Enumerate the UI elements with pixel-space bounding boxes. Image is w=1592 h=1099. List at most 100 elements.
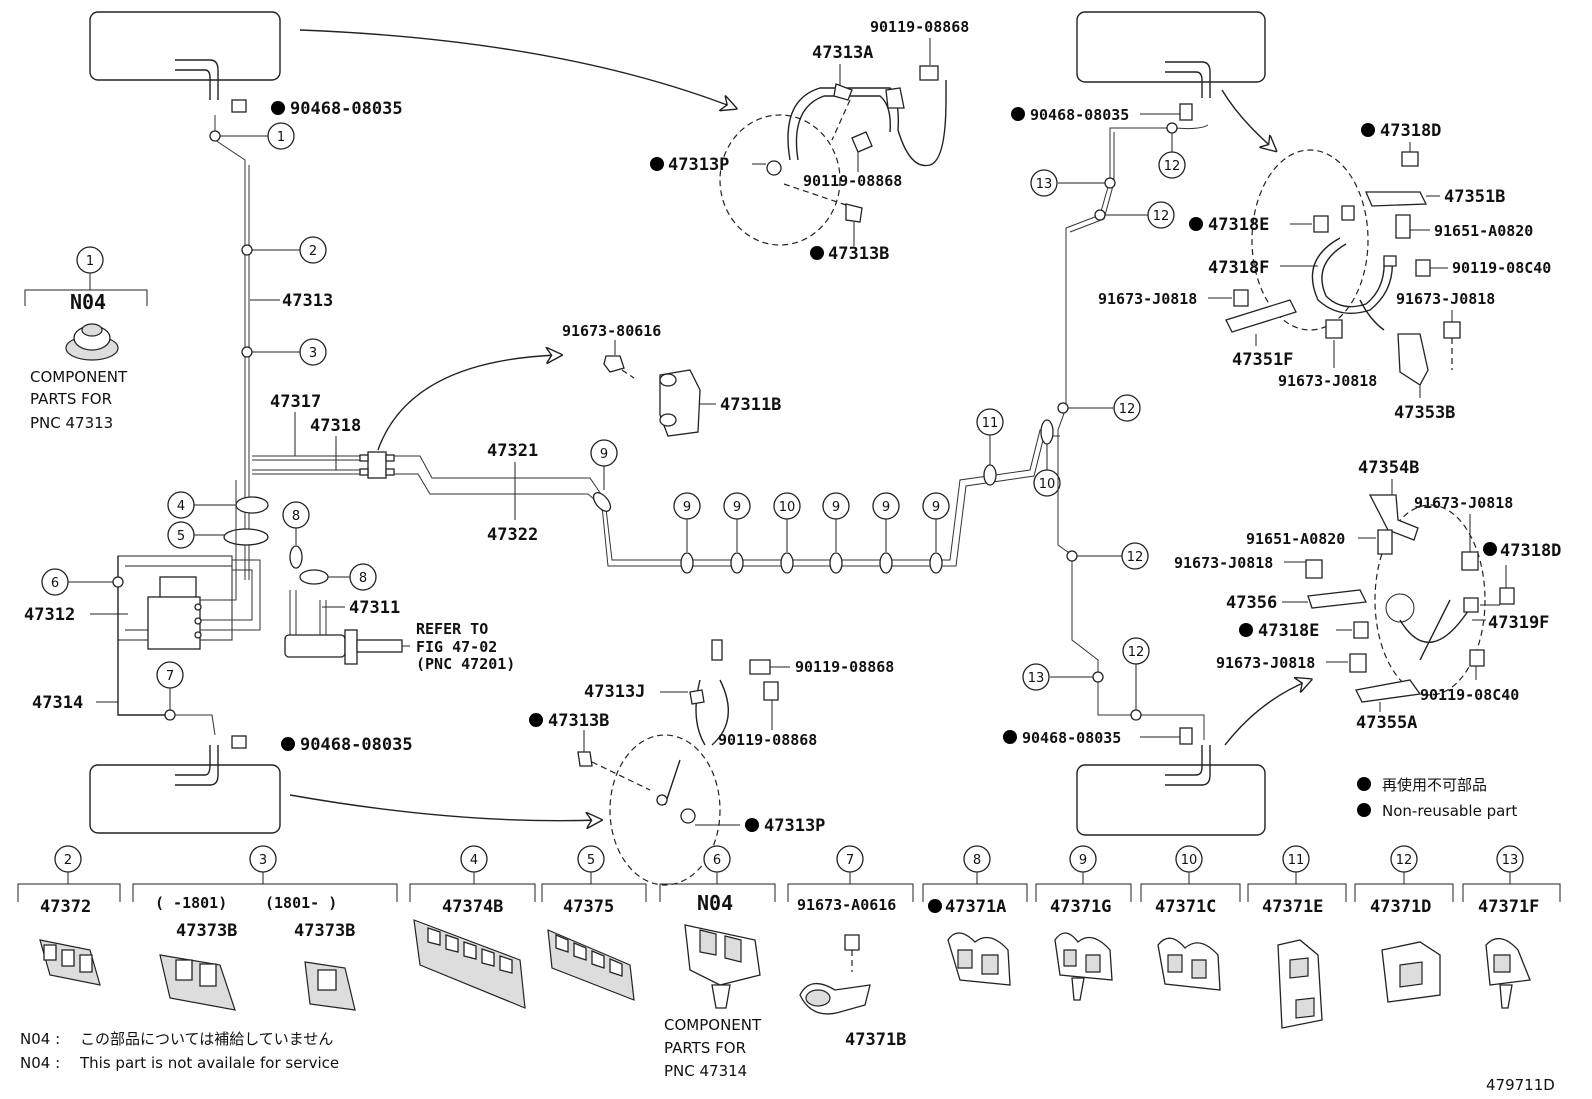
svg-text:47372: 47372 bbox=[40, 897, 91, 917]
svg-text:91673-J0818: 91673-J0818 bbox=[1396, 290, 1495, 308]
svg-text:N04: N04 bbox=[697, 891, 733, 915]
svg-text:90468-08035: 90468-08035 bbox=[1022, 729, 1121, 747]
right-bottom-detail: 47354B 91673-J0818 91651-A0820 47318D 91… bbox=[1174, 458, 1561, 733]
svg-text:47354B: 47354B bbox=[1358, 458, 1419, 478]
svg-text:91673-J0818: 91673-J0818 bbox=[1216, 654, 1315, 672]
svg-text:47353B: 47353B bbox=[1394, 403, 1455, 423]
svg-text:47318E: 47318E bbox=[1258, 621, 1319, 641]
svg-text:12: 12 bbox=[1119, 402, 1136, 417]
part-47375: 5 47375 bbox=[541, 845, 647, 1001]
svg-text:47313B: 47313B bbox=[548, 711, 609, 731]
arrow-to-clamp-detail bbox=[377, 355, 560, 451]
svg-text:47371A: 47371A bbox=[945, 897, 1006, 917]
svg-text:5: 5 bbox=[177, 529, 185, 544]
svg-text:3: 3 bbox=[259, 853, 267, 868]
legend: 再使用不可部品 Non-reusable part bbox=[1357, 776, 1517, 820]
svg-text:90119-08C40: 90119-08C40 bbox=[1420, 686, 1519, 704]
svg-text:90468-08035: 90468-08035 bbox=[1030, 106, 1129, 124]
svg-text:2: 2 bbox=[309, 244, 317, 259]
legend-en: Non-reusable part bbox=[1382, 802, 1517, 820]
svg-text:COMPONENT: COMPONENT bbox=[30, 368, 128, 386]
svg-text:10: 10 bbox=[1181, 853, 1198, 868]
label-47321: 47321 bbox=[487, 441, 538, 461]
svg-text:91651-A0820: 91651-A0820 bbox=[1434, 222, 1533, 240]
svg-text:47318F: 47318F bbox=[1208, 258, 1269, 278]
svg-text:N04 :: N04 : bbox=[20, 1054, 60, 1072]
svg-text:COMPONENT: COMPONENT bbox=[664, 1016, 762, 1034]
svg-text:47311B: 47311B bbox=[720, 395, 781, 415]
svg-text:47313P: 47313P bbox=[764, 816, 825, 836]
svg-text:8: 8 bbox=[359, 571, 367, 586]
svg-text:47319F: 47319F bbox=[1488, 613, 1549, 633]
svg-text:11: 11 bbox=[982, 416, 999, 431]
svg-text:12: 12 bbox=[1128, 645, 1145, 660]
svg-text:91673-J0818: 91673-J0818 bbox=[1278, 372, 1377, 390]
svg-text:7: 7 bbox=[846, 853, 854, 868]
note-en: This part is not availale for service bbox=[79, 1054, 339, 1072]
svg-text:47371D: 47371D bbox=[1370, 897, 1431, 917]
svg-text:N04 :: N04 : bbox=[20, 1030, 60, 1048]
svg-text:12: 12 bbox=[1164, 159, 1181, 174]
bottom-parts-row: 2 47372 3 ( -1801) (1801- ) 47373B 47373… bbox=[17, 845, 1561, 1080]
svg-text:13: 13 bbox=[1036, 177, 1053, 192]
footnotes: N04 : この部品については補給していません N04 : This part … bbox=[20, 1030, 339, 1072]
svg-text:9: 9 bbox=[600, 447, 608, 462]
svg-text:8: 8 bbox=[292, 509, 300, 524]
svg-text:47371F: 47371F bbox=[1478, 897, 1539, 917]
front-left-wheelhouse bbox=[89, 11, 281, 100]
svg-text:4: 4 bbox=[470, 853, 478, 868]
rear-right-wheelhouse bbox=[1076, 745, 1266, 836]
svg-text:90119-08868: 90119-08868 bbox=[718, 731, 817, 749]
svg-text:47318D: 47318D bbox=[1380, 121, 1441, 141]
part-47371D: 12 47371D bbox=[1354, 845, 1454, 1003]
svg-text:1: 1 bbox=[277, 130, 285, 145]
svg-text:( -1801): ( -1801) bbox=[155, 894, 227, 912]
svg-text:10: 10 bbox=[1039, 477, 1056, 492]
svg-text:9: 9 bbox=[683, 500, 691, 515]
svg-text:N04: N04 bbox=[70, 290, 106, 314]
svg-text:47373B: 47373B bbox=[294, 921, 355, 941]
bolt-90468-top: 90468-08035 bbox=[231, 99, 403, 119]
svg-text:6: 6 bbox=[713, 853, 721, 868]
svg-text:90119-08868: 90119-08868 bbox=[870, 18, 969, 36]
svg-text:12: 12 bbox=[1153, 209, 1170, 224]
svg-text:47313P: 47313P bbox=[668, 155, 729, 175]
right-top-detail: 47318D 47351B 47318E 91651-A0820 47318F … bbox=[1098, 121, 1551, 423]
svg-text:90119-08C40: 90119-08C40 bbox=[1452, 259, 1551, 277]
label-90468-top: 90468-08035 bbox=[290, 99, 403, 119]
svg-text:3: 3 bbox=[309, 346, 317, 361]
svg-text:10: 10 bbox=[779, 500, 796, 515]
part-N04-47314: 6 N04 COMPONENT PARTS FOR PNC 47314 bbox=[659, 845, 776, 1080]
svg-text:12: 12 bbox=[1396, 853, 1413, 868]
clamp-detail-47311B: 91673-80616 47311B bbox=[562, 322, 781, 437]
svg-text:47371B: 47371B bbox=[845, 1030, 906, 1050]
svg-text:47318E: 47318E bbox=[1208, 215, 1269, 235]
brake-line-47322 bbox=[394, 435, 1060, 567]
part-47371C: 10 47371C bbox=[1140, 845, 1241, 991]
svg-text:47373B: 47373B bbox=[176, 921, 237, 941]
svg-text:91673-A0616: 91673-A0616 bbox=[797, 896, 896, 914]
svg-text:PARTS FOR: PARTS FOR bbox=[30, 390, 112, 408]
part-47371E: 11 47371E bbox=[1247, 845, 1347, 1029]
part-47374B: 4 47374B bbox=[409, 845, 536, 1009]
svg-text:1: 1 bbox=[86, 254, 94, 269]
svg-text:2: 2 bbox=[64, 853, 72, 868]
top-detail-47313A: 90119-08868 47313A 90119-08868 47313P 47… bbox=[650, 18, 969, 264]
svg-text:PNC 47313: PNC 47313 bbox=[30, 414, 113, 432]
brake-line-47321 bbox=[394, 429, 1050, 561]
note-jp: この部品については補給していません bbox=[80, 1030, 333, 1048]
callout-11 bbox=[976, 408, 1004, 436]
svg-text:47371G: 47371G bbox=[1050, 897, 1111, 917]
label-47317: 47317 bbox=[270, 392, 321, 412]
svg-text:8: 8 bbox=[973, 853, 981, 868]
svg-text:47371E: 47371E bbox=[1262, 897, 1323, 917]
label-90468-bottom: 90468-08035 bbox=[300, 735, 413, 755]
svg-text:47356: 47356 bbox=[1226, 593, 1277, 613]
n04-component-47313: 1 N04 COMPONENT PARTS FOR PNC 47313 bbox=[24, 246, 148, 432]
svg-text:PNC 47314: PNC 47314 bbox=[664, 1062, 747, 1080]
svg-text:PARTS FOR: PARTS FOR bbox=[664, 1039, 746, 1057]
part-47371B: 7 91673-A0616 47371B bbox=[787, 845, 914, 1050]
label-47311: 47311 bbox=[349, 598, 400, 618]
rear-left-wheelhouse bbox=[89, 745, 281, 834]
part-47372: 2 47372 bbox=[17, 845, 121, 986]
